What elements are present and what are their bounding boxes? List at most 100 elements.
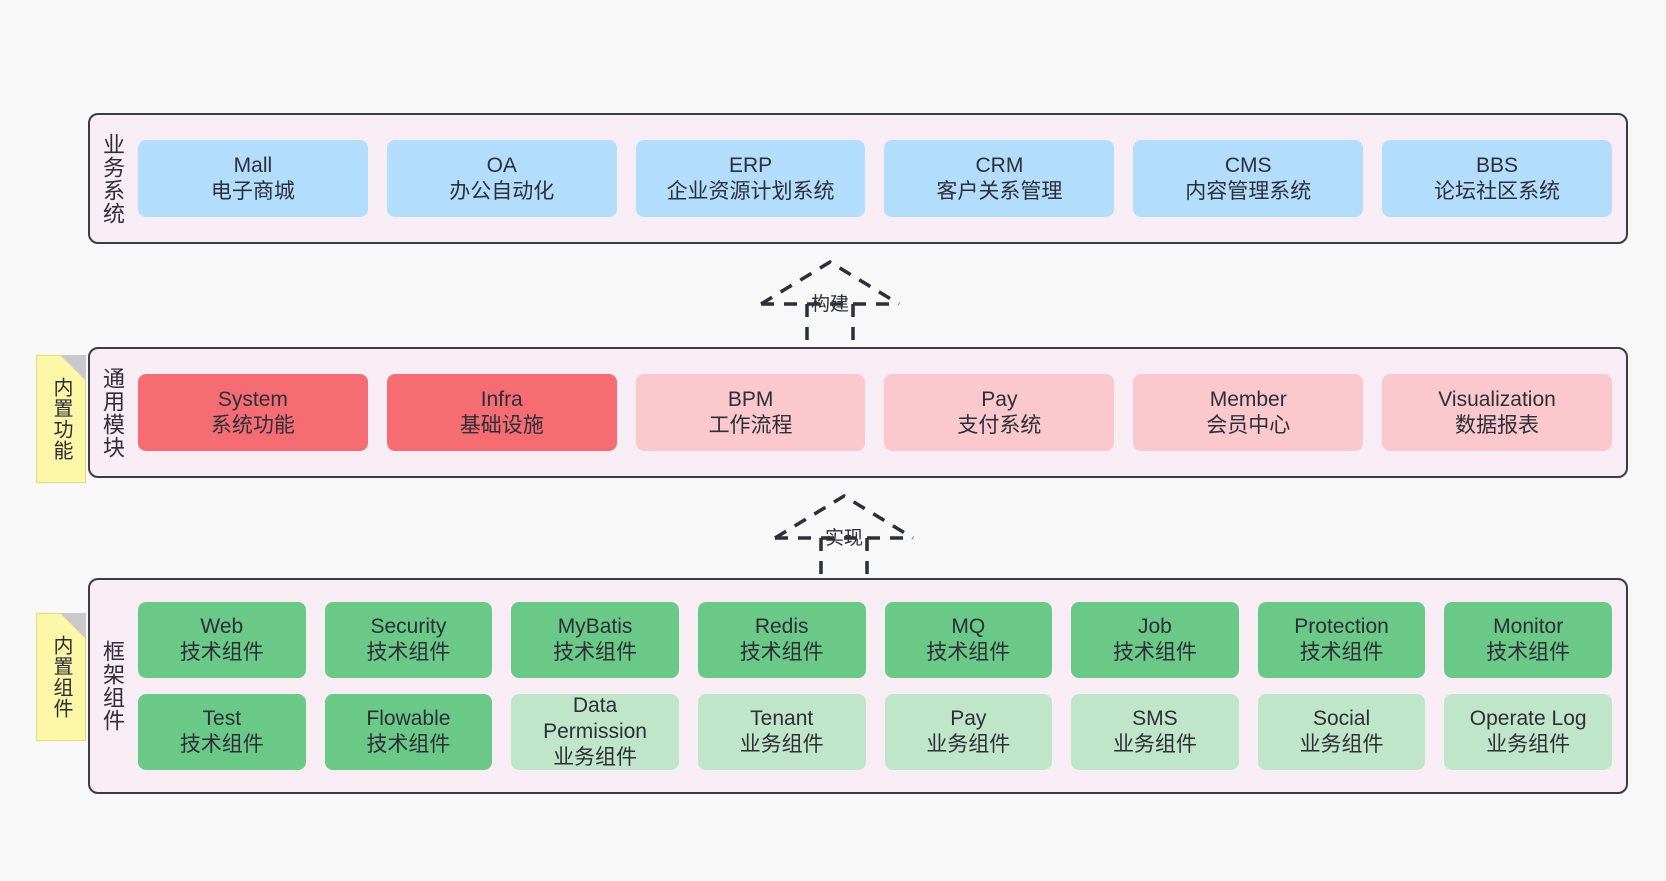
component-name: Member	[1209, 387, 1287, 411]
component-card-bbs[interactable]: BBS 论坛社区系统	[1382, 140, 1612, 217]
component-name: Tenant	[750, 707, 814, 731]
component-name: Security	[370, 615, 447, 639]
component-desc: 会员中心	[1206, 413, 1291, 437]
layer-body-business-systems: Mall 电子商城 OA 办公自动化 ERP 企业资源计划系统 CRM 客户关系…	[134, 115, 1626, 242]
component-name: Social	[1312, 707, 1371, 731]
component-card-infra[interactable]: Infra 基础设施	[386, 374, 617, 451]
component-card-pay[interactable]: Pay 支付系统	[884, 374, 1115, 451]
component-card-pay[interactable]: Pay 业务组件	[884, 694, 1053, 770]
component-card-visualization[interactable]: Visualization 数据报表	[1382, 374, 1612, 451]
component-name: MyBatis	[557, 615, 633, 639]
component-row: Test 技术组件 Flowable 技术组件 Data Permission …	[138, 694, 1612, 770]
component-card-social[interactable]: Social 业务组件	[1257, 694, 1426, 770]
component-desc: 论坛社区系统	[1434, 179, 1561, 203]
component-card-mall[interactable]: Mall 电子商城	[138, 140, 368, 217]
component-desc: 技术组件	[1112, 641, 1197, 664]
component-card-security[interactable]: Security 技术组件	[324, 602, 493, 678]
component-desc: 办公自动化	[449, 179, 555, 203]
component-card-job[interactable]: Job 技术组件	[1071, 602, 1239, 678]
component-card-mybatis[interactable]: MyBatis 技术组件	[511, 602, 679, 678]
component-name: Visualization	[1438, 387, 1556, 411]
component-desc: 电子商城	[210, 179, 295, 203]
component-card-oa[interactable]: OA 办公自动化	[386, 140, 617, 217]
component-card-flowable[interactable]: Flowable 技术组件	[324, 694, 493, 770]
component-desc: 技术组件	[179, 641, 264, 664]
component-desc: 技术组件	[739, 641, 824, 664]
component-card-sms[interactable]: SMS 业务组件	[1071, 694, 1239, 770]
component-name: MQ	[951, 615, 986, 639]
component-desc: 数据报表	[1455, 413, 1540, 437]
component-card-web[interactable]: Web 技术组件	[138, 602, 306, 678]
component-name: CMS	[1224, 153, 1272, 177]
layer-body-framework-components: Web 技术组件 Security 技术组件 MyBatis 技术组件 Redi…	[134, 580, 1626, 792]
component-card-erp[interactable]: ERP 企业资源计划系统	[635, 140, 866, 217]
component-card-crm[interactable]: CRM 客户关系管理	[884, 140, 1115, 217]
component-card-cms[interactable]: CMS 内容管理系统	[1133, 140, 1364, 217]
connector-label-build: 构建	[810, 294, 850, 315]
connector-build: 构建	[757, 258, 903, 344]
component-desc: 支付系统	[957, 413, 1042, 437]
arrowhead-shape	[774, 493, 914, 540]
component-desc: 业务组件	[1486, 733, 1571, 756]
component-row: Mall 电子商城 OA 办公自动化 ERP 企业资源计划系统 CRM 客户关系…	[138, 140, 1612, 217]
component-desc: 技术组件	[179, 733, 264, 756]
component-desc: 客户关系管理	[936, 179, 1063, 203]
component-name: Flowable	[366, 707, 451, 731]
layer-business-systems: 业务系统 Mall 电子商城 OA 办公自动化 ERP 企业资源计划系统 CRM…	[88, 113, 1628, 244]
sticky-note-builtin-functions: 内置功能	[36, 355, 86, 483]
component-row: System 系统功能 Infra 基础设施 BPM 工作流程 Pay 支付系统…	[138, 374, 1612, 451]
layer-body-common-modules: System 系统功能 Infra 基础设施 BPM 工作流程 Pay 支付系统…	[134, 349, 1626, 476]
component-name: Operate Log	[1469, 707, 1587, 731]
component-name: CRM	[975, 153, 1024, 177]
component-desc: 基础设施	[459, 413, 544, 437]
layer-common-modules: 通用模块 System 系统功能 Infra 基础设施 BPM 工作流程 Pay…	[88, 347, 1628, 478]
component-name: Pay	[950, 707, 987, 731]
layer-title-business-systems: 业务系统	[99, 132, 125, 225]
component-desc: 技术组件	[553, 641, 638, 664]
component-name: Data Permission	[543, 694, 647, 744]
component-card-bpm[interactable]: BPM 工作流程	[635, 374, 866, 451]
component-name: BPM	[727, 387, 774, 411]
component-desc: 企业资源计划系统	[666, 179, 835, 203]
layer-title-framework-components: 框架组件	[99, 640, 125, 732]
component-desc: 业务组件	[926, 733, 1011, 756]
component-desc: 业务组件	[1112, 733, 1197, 756]
component-desc: 工作流程	[708, 413, 793, 437]
component-card-monitor[interactable]: Monitor 技术组件	[1444, 602, 1612, 678]
component-desc: 业务组件	[553, 745, 638, 769]
component-name: Mall	[233, 153, 273, 177]
component-desc: 系统功能	[210, 413, 295, 437]
component-name: Test	[202, 707, 242, 731]
component-name: SMS	[1132, 707, 1178, 731]
component-name: System	[217, 387, 288, 411]
sticky-note-builtin-components: 内置组件	[36, 613, 86, 741]
component-desc: 内容管理系统	[1185, 179, 1312, 203]
component-name: Pay	[981, 387, 1018, 411]
component-card-tenant[interactable]: Tenant 业务组件	[697, 694, 866, 770]
connector-label-implement: 实现	[824, 528, 864, 549]
component-name: Infra	[480, 387, 523, 411]
component-name: Job	[1138, 615, 1172, 639]
component-name: Web	[200, 615, 244, 639]
component-desc: 业务组件	[1299, 733, 1384, 756]
component-card-system[interactable]: System 系统功能	[138, 374, 368, 451]
component-card-redis[interactable]: Redis 技术组件	[697, 602, 866, 678]
component-name: Protection	[1294, 615, 1389, 639]
component-name: Monitor	[1493, 615, 1564, 639]
component-name: OA	[486, 153, 517, 177]
component-card-mq[interactable]: MQ 技术组件	[884, 602, 1053, 678]
component-desc: 技术组件	[1486, 641, 1571, 664]
arrowhead-shape	[760, 259, 900, 306]
component-desc: 技术组件	[366, 733, 451, 756]
component-card-data-permission[interactable]: Data Permission 业务组件	[511, 694, 679, 770]
component-card-test[interactable]: Test 技术组件	[138, 694, 306, 770]
component-desc: 技术组件	[1299, 641, 1384, 664]
component-name: Redis	[754, 615, 809, 639]
component-card-operate-log[interactable]: Operate Log 业务组件	[1444, 694, 1612, 770]
component-name: BBS	[1476, 153, 1519, 177]
component-card-member[interactable]: Member 会员中心	[1133, 374, 1364, 451]
component-row: Web 技术组件 Security 技术组件 MyBatis 技术组件 Redi…	[138, 602, 1612, 678]
connector-implement: 实现	[771, 492, 917, 578]
component-card-protection[interactable]: Protection 技术组件	[1257, 602, 1426, 678]
